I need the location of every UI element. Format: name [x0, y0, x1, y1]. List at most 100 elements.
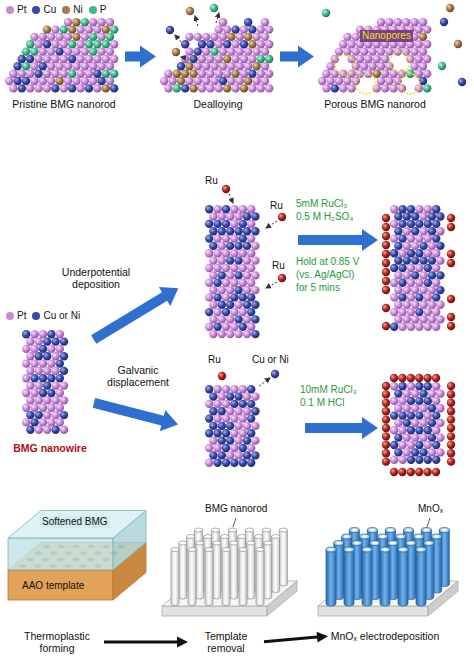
atom	[34, 70, 42, 78]
legend-text: Cu	[43, 4, 56, 16]
atom	[428, 271, 436, 279]
atom	[432, 411, 440, 419]
atom	[218, 271, 226, 279]
atom	[218, 212, 226, 220]
pore-marker	[390, 52, 410, 72]
atom	[230, 414, 238, 422]
atom	[240, 25, 248, 33]
atom	[189, 84, 197, 92]
atom	[110, 25, 118, 33]
legend-swatch	[32, 312, 40, 320]
nanorod-top	[205, 548, 213, 552]
atom	[39, 389, 47, 397]
atom	[9, 84, 17, 92]
nanorod-core	[370, 529, 376, 532]
nanorod-top	[245, 528, 253, 532]
atom	[261, 77, 269, 85]
atom	[419, 242, 427, 250]
atom	[26, 411, 34, 419]
atom	[382, 449, 390, 457]
nanorod-top	[272, 535, 280, 539]
atom	[403, 433, 411, 441]
atom	[407, 249, 415, 257]
atom	[60, 352, 68, 360]
atom	[218, 256, 226, 264]
atom	[215, 25, 223, 33]
nanorod	[196, 543, 204, 599]
atom	[43, 337, 51, 345]
atom	[390, 205, 398, 213]
base-front	[162, 606, 267, 616]
atom	[398, 249, 406, 257]
atom	[39, 359, 47, 367]
atom	[424, 411, 432, 419]
atom	[110, 70, 118, 78]
atom	[398, 308, 406, 316]
nanorod-top	[171, 548, 179, 552]
atom	[47, 345, 55, 353]
atom	[76, 70, 84, 78]
nanorod-top	[247, 541, 255, 545]
atom	[205, 323, 213, 331]
atom	[173, 70, 181, 78]
atom	[213, 205, 221, 213]
process-arrow	[264, 632, 328, 644]
atom	[9, 70, 17, 78]
process-arrow	[305, 417, 378, 439]
legend: PtCu or Ni	[6, 310, 86, 322]
atom	[22, 62, 30, 70]
atom	[251, 436, 259, 444]
atom	[26, 396, 34, 404]
nanorod-core	[416, 535, 422, 538]
nanorod-core	[328, 548, 334, 551]
atom-label: Ru	[208, 354, 221, 366]
atom	[26, 55, 34, 63]
nanorod-top	[398, 547, 408, 552]
nanorod	[398, 550, 408, 607]
bmg-top	[8, 511, 146, 539]
atom	[326, 62, 334, 70]
atom	[227, 33, 235, 41]
nanorod-top	[188, 548, 196, 552]
atom	[265, 55, 273, 63]
atom	[72, 77, 80, 85]
atom	[415, 426, 423, 434]
nanorod	[222, 550, 230, 606]
atom	[247, 279, 255, 287]
atom	[419, 18, 427, 26]
nanorod-top	[385, 528, 395, 533]
atom	[382, 415, 390, 423]
nanorod	[247, 543, 255, 599]
atom	[278, 274, 286, 282]
atom	[403, 242, 411, 250]
atom	[398, 468, 406, 476]
atom	[419, 33, 427, 41]
nanorod-top	[255, 535, 263, 539]
process-arrow	[125, 46, 156, 68]
atom	[234, 330, 242, 338]
atom	[390, 323, 398, 331]
atom	[331, 70, 339, 78]
atom	[432, 382, 440, 390]
process-arrow	[104, 637, 188, 648]
atom	[205, 429, 213, 437]
atom	[230, 308, 238, 316]
atom	[226, 227, 234, 235]
atom	[432, 468, 440, 476]
atom	[257, 84, 265, 92]
atom	[64, 77, 72, 85]
atom	[209, 271, 217, 279]
atom	[181, 40, 189, 48]
nanorod-top	[213, 541, 221, 545]
nanorod-core	[426, 542, 432, 545]
atom	[447, 399, 455, 407]
atom	[34, 55, 42, 63]
atom	[22, 359, 30, 367]
atom	[432, 279, 440, 287]
atom	[407, 397, 415, 405]
atom	[198, 84, 206, 92]
atom	[39, 345, 47, 353]
atom	[352, 77, 360, 85]
legend-item: Cu or Ni	[32, 310, 80, 322]
atom	[251, 301, 259, 309]
